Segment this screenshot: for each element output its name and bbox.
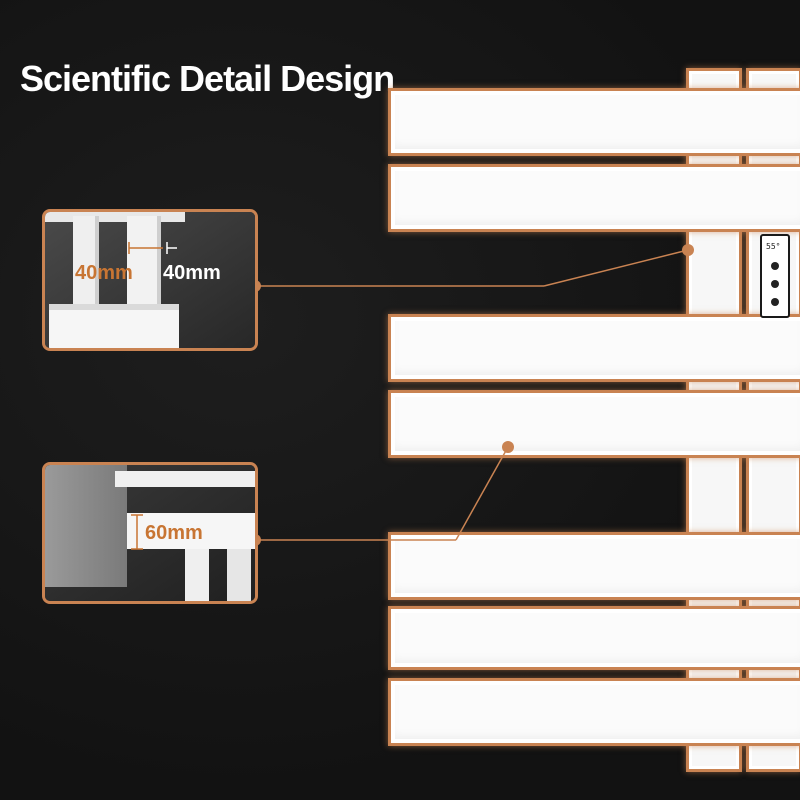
- mode-icon[interactable]: [771, 280, 779, 288]
- callout-line-top-d: [543, 249, 689, 287]
- spacing-label-white: 40mm: [163, 262, 221, 284]
- callout-line-bottom-d: [455, 446, 509, 541]
- dot-icon[interactable]: [771, 262, 779, 270]
- callout-dot-bottom-right: [502, 441, 514, 453]
- towel-bar-6: [388, 606, 800, 670]
- page-title: Scientific Detail Design: [20, 58, 395, 99]
- detail-inset-spacing: 40mm 40mm: [42, 209, 258, 351]
- towel-bar-3: [388, 314, 800, 382]
- power-icon[interactable]: [771, 298, 779, 306]
- towel-bar-7: [388, 678, 800, 746]
- spacing-label-orange: 40mm: [75, 262, 133, 284]
- towel-bar-5: [388, 532, 800, 600]
- controller-display: 55°: [766, 242, 781, 251]
- callout-dot-top-right: [682, 244, 694, 256]
- detail-spacing-photo: [45, 212, 255, 348]
- height-label: 60mm: [145, 522, 203, 544]
- towel-bar-4: [388, 390, 800, 458]
- detail-inset-height: 60mm: [42, 462, 258, 604]
- temperature-controller[interactable]: 55°: [760, 234, 790, 318]
- towel-bar-1: [388, 88, 800, 156]
- detail-height-photo: [45, 465, 255, 601]
- towel-bar-2: [388, 164, 800, 232]
